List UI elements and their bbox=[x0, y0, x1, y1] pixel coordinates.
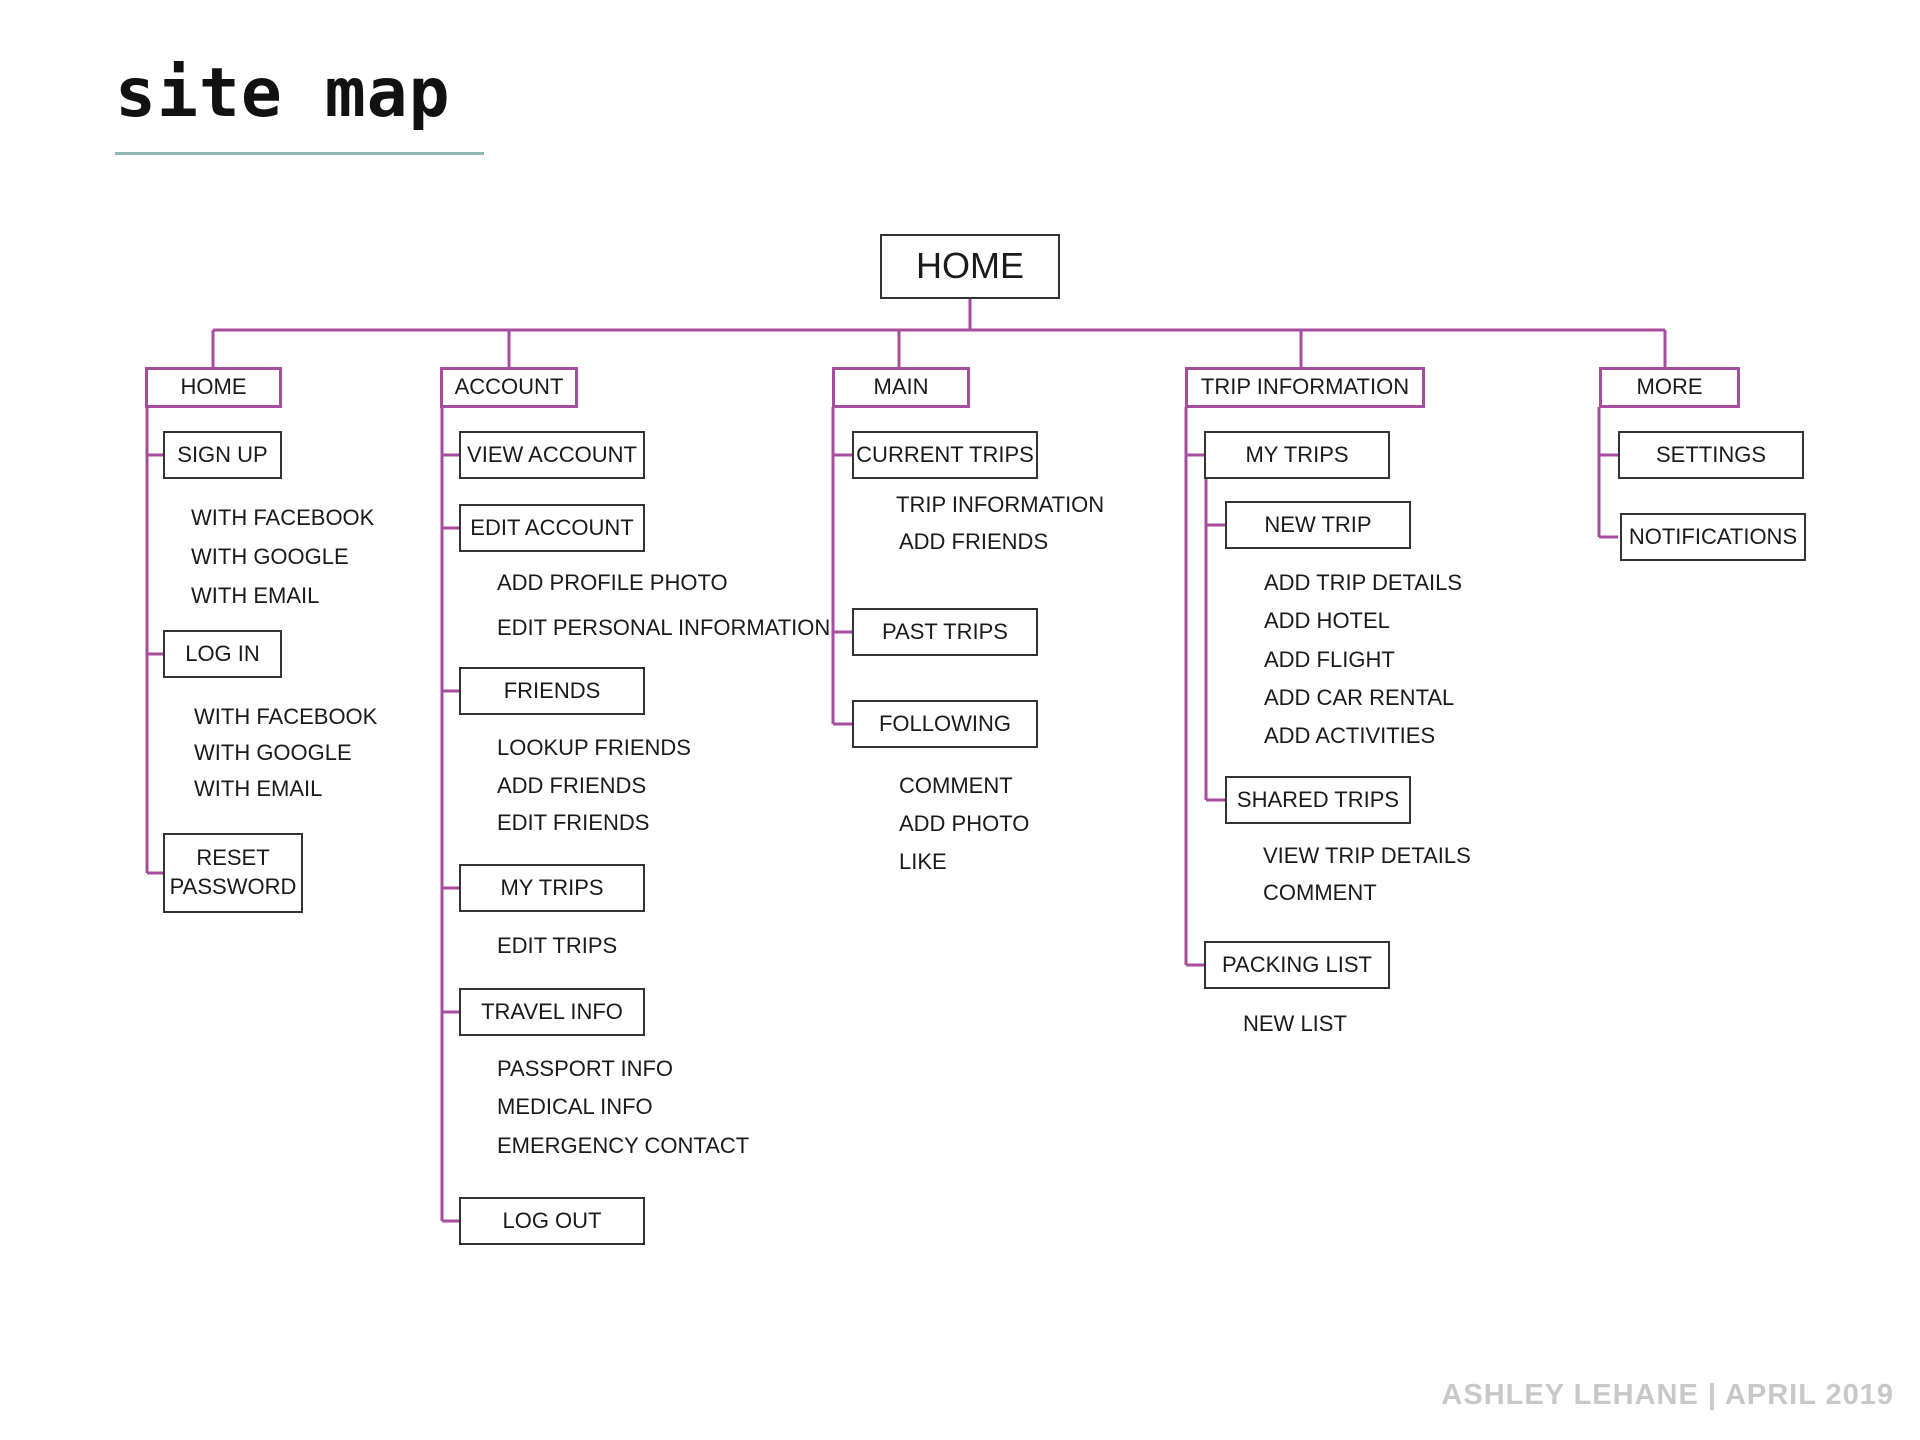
page-title: site map bbox=[115, 54, 451, 133]
root-home-node: HOME bbox=[880, 234, 1060, 299]
following-node: FOLLOWING bbox=[852, 700, 1038, 748]
new-trip-option-car-rental: ADD CAR RENTAL bbox=[1264, 685, 1455, 710]
new-trip-option-activities: ADD ACTIVITIES bbox=[1264, 723, 1436, 748]
new-trip-option-hotel: ADD HOTEL bbox=[1264, 608, 1390, 633]
packing-list-option-new: NEW LIST bbox=[1243, 1011, 1347, 1036]
more-section-header: MORE bbox=[1599, 367, 1740, 408]
title-underline bbox=[115, 152, 484, 155]
main-section-header: MAIN bbox=[832, 367, 970, 408]
following-option-like: LIKE bbox=[899, 849, 947, 874]
view-account-node: VIEW ACCOUNT bbox=[459, 431, 645, 479]
shared-trips-option-comment: COMMENT bbox=[1263, 880, 1377, 905]
settings-node: SETTINGS bbox=[1618, 431, 1804, 479]
notifications-node: NOTIFICATIONS bbox=[1620, 513, 1806, 561]
friends-node: FRIENDS bbox=[459, 667, 645, 715]
edit-account-option-info: EDIT PERSONAL INFORMATION bbox=[497, 615, 831, 640]
current-trips-node: CURRENT TRIPS bbox=[852, 431, 1038, 479]
log-in-option-facebook: WITH FACEBOOK bbox=[194, 704, 378, 729]
sign-up-option-google: WITH GOOGLE bbox=[191, 544, 349, 569]
friends-option-lookup: LOOKUP FRIENDS bbox=[497, 735, 691, 760]
account-section-header: ACCOUNT bbox=[440, 367, 578, 408]
log-in-option-email: WITH EMAIL bbox=[194, 776, 323, 801]
trip-my-trips-node: MY TRIPS bbox=[1204, 431, 1390, 479]
friends-option-add: ADD FRIENDS bbox=[497, 773, 647, 798]
travel-info-option-passport: PASSPORT INFO bbox=[497, 1056, 674, 1081]
log-in-option-google: WITH GOOGLE bbox=[194, 740, 352, 765]
trip-information-section-header: TRIP INFORMATION bbox=[1185, 367, 1425, 408]
following-option-photo: ADD PHOTO bbox=[899, 811, 1030, 836]
sign-up-node: SIGN UP bbox=[163, 431, 282, 479]
friends-option-edit: EDIT FRIENDS bbox=[497, 810, 650, 835]
edit-account-node: EDIT ACCOUNT bbox=[459, 504, 645, 552]
travel-info-option-emergency: EMERGENCY CONTACT bbox=[497, 1133, 750, 1158]
travel-info-node: TRAVEL INFO bbox=[459, 988, 645, 1036]
current-trips-option-friends: ADD FRIENDS bbox=[899, 529, 1049, 554]
travel-info-option-medical: MEDICAL INFO bbox=[497, 1094, 653, 1119]
new-trip-node: NEW TRIP bbox=[1225, 501, 1411, 549]
sign-up-option-email: WITH EMAIL bbox=[191, 583, 320, 608]
current-trips-option-info: TRIP INFORMATION bbox=[896, 492, 1105, 517]
past-trips-node: PAST TRIPS bbox=[852, 608, 1038, 656]
home-section-header: HOME bbox=[145, 367, 282, 408]
my-trips-option-edit: EDIT TRIPS bbox=[497, 933, 618, 958]
log-out-node: LOG OUT bbox=[459, 1197, 645, 1245]
account-my-trips-node: MY TRIPS bbox=[459, 864, 645, 912]
shared-trips-option-details: VIEW TRIP DETAILS bbox=[1263, 843, 1471, 868]
edit-account-option-photo: ADD PROFILE PHOTO bbox=[497, 570, 728, 595]
new-trip-option-flight: ADD FLIGHT bbox=[1264, 647, 1395, 672]
reset-password-node: RESET PASSWORD bbox=[163, 833, 303, 913]
sign-up-option-facebook: WITH FACEBOOK bbox=[191, 505, 375, 530]
log-in-node: LOG IN bbox=[163, 630, 282, 678]
footer-credit: ASHLEY LEHANE | APRIL 2019 bbox=[1441, 1379, 1894, 1411]
packing-list-node: PACKING LIST bbox=[1204, 941, 1390, 989]
following-option-comment: COMMENT bbox=[899, 773, 1013, 798]
new-trip-option-details: ADD TRIP DETAILS bbox=[1264, 570, 1463, 595]
shared-trips-node: SHARED TRIPS bbox=[1225, 776, 1411, 824]
